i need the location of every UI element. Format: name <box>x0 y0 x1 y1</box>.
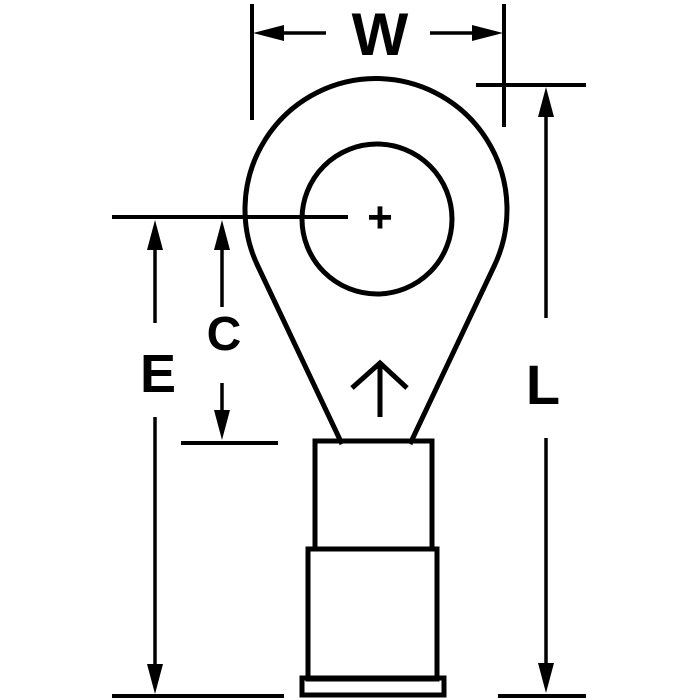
center-mark-icon: + <box>367 193 393 242</box>
l-arrowhead-up <box>538 87 554 117</box>
c-arrowhead-up <box>214 220 230 250</box>
dimension-label-l: L <box>526 353 560 416</box>
up-arrow-icon <box>350 359 409 417</box>
hole-centerline: + <box>112 193 393 242</box>
barrel-end-flange <box>299 675 447 698</box>
ring-tongue-outline <box>242 76 510 446</box>
e-arrowhead-up <box>147 220 163 250</box>
w-arrowhead-left <box>253 25 284 41</box>
insulation-barrel <box>299 438 447 698</box>
dimension-label-c: C <box>207 308 242 361</box>
w-arrowhead-right <box>472 25 503 41</box>
l-arrowhead-down <box>538 663 554 693</box>
dimension-label-w: W <box>352 1 409 68</box>
barrel-lower-section <box>305 546 440 682</box>
e-arrowhead-down <box>147 664 163 694</box>
barrel-upper-section <box>312 438 435 552</box>
dimension-e: E <box>112 220 284 698</box>
dimension-w: W <box>250 1 506 127</box>
terminal-outline <box>242 76 510 446</box>
dimension-l: L <box>476 83 586 698</box>
c-arrowhead-down <box>214 410 230 440</box>
dimension-c: C <box>181 220 278 445</box>
dimension-label-e: E <box>140 344 176 404</box>
up-arrow-head <box>350 359 409 390</box>
